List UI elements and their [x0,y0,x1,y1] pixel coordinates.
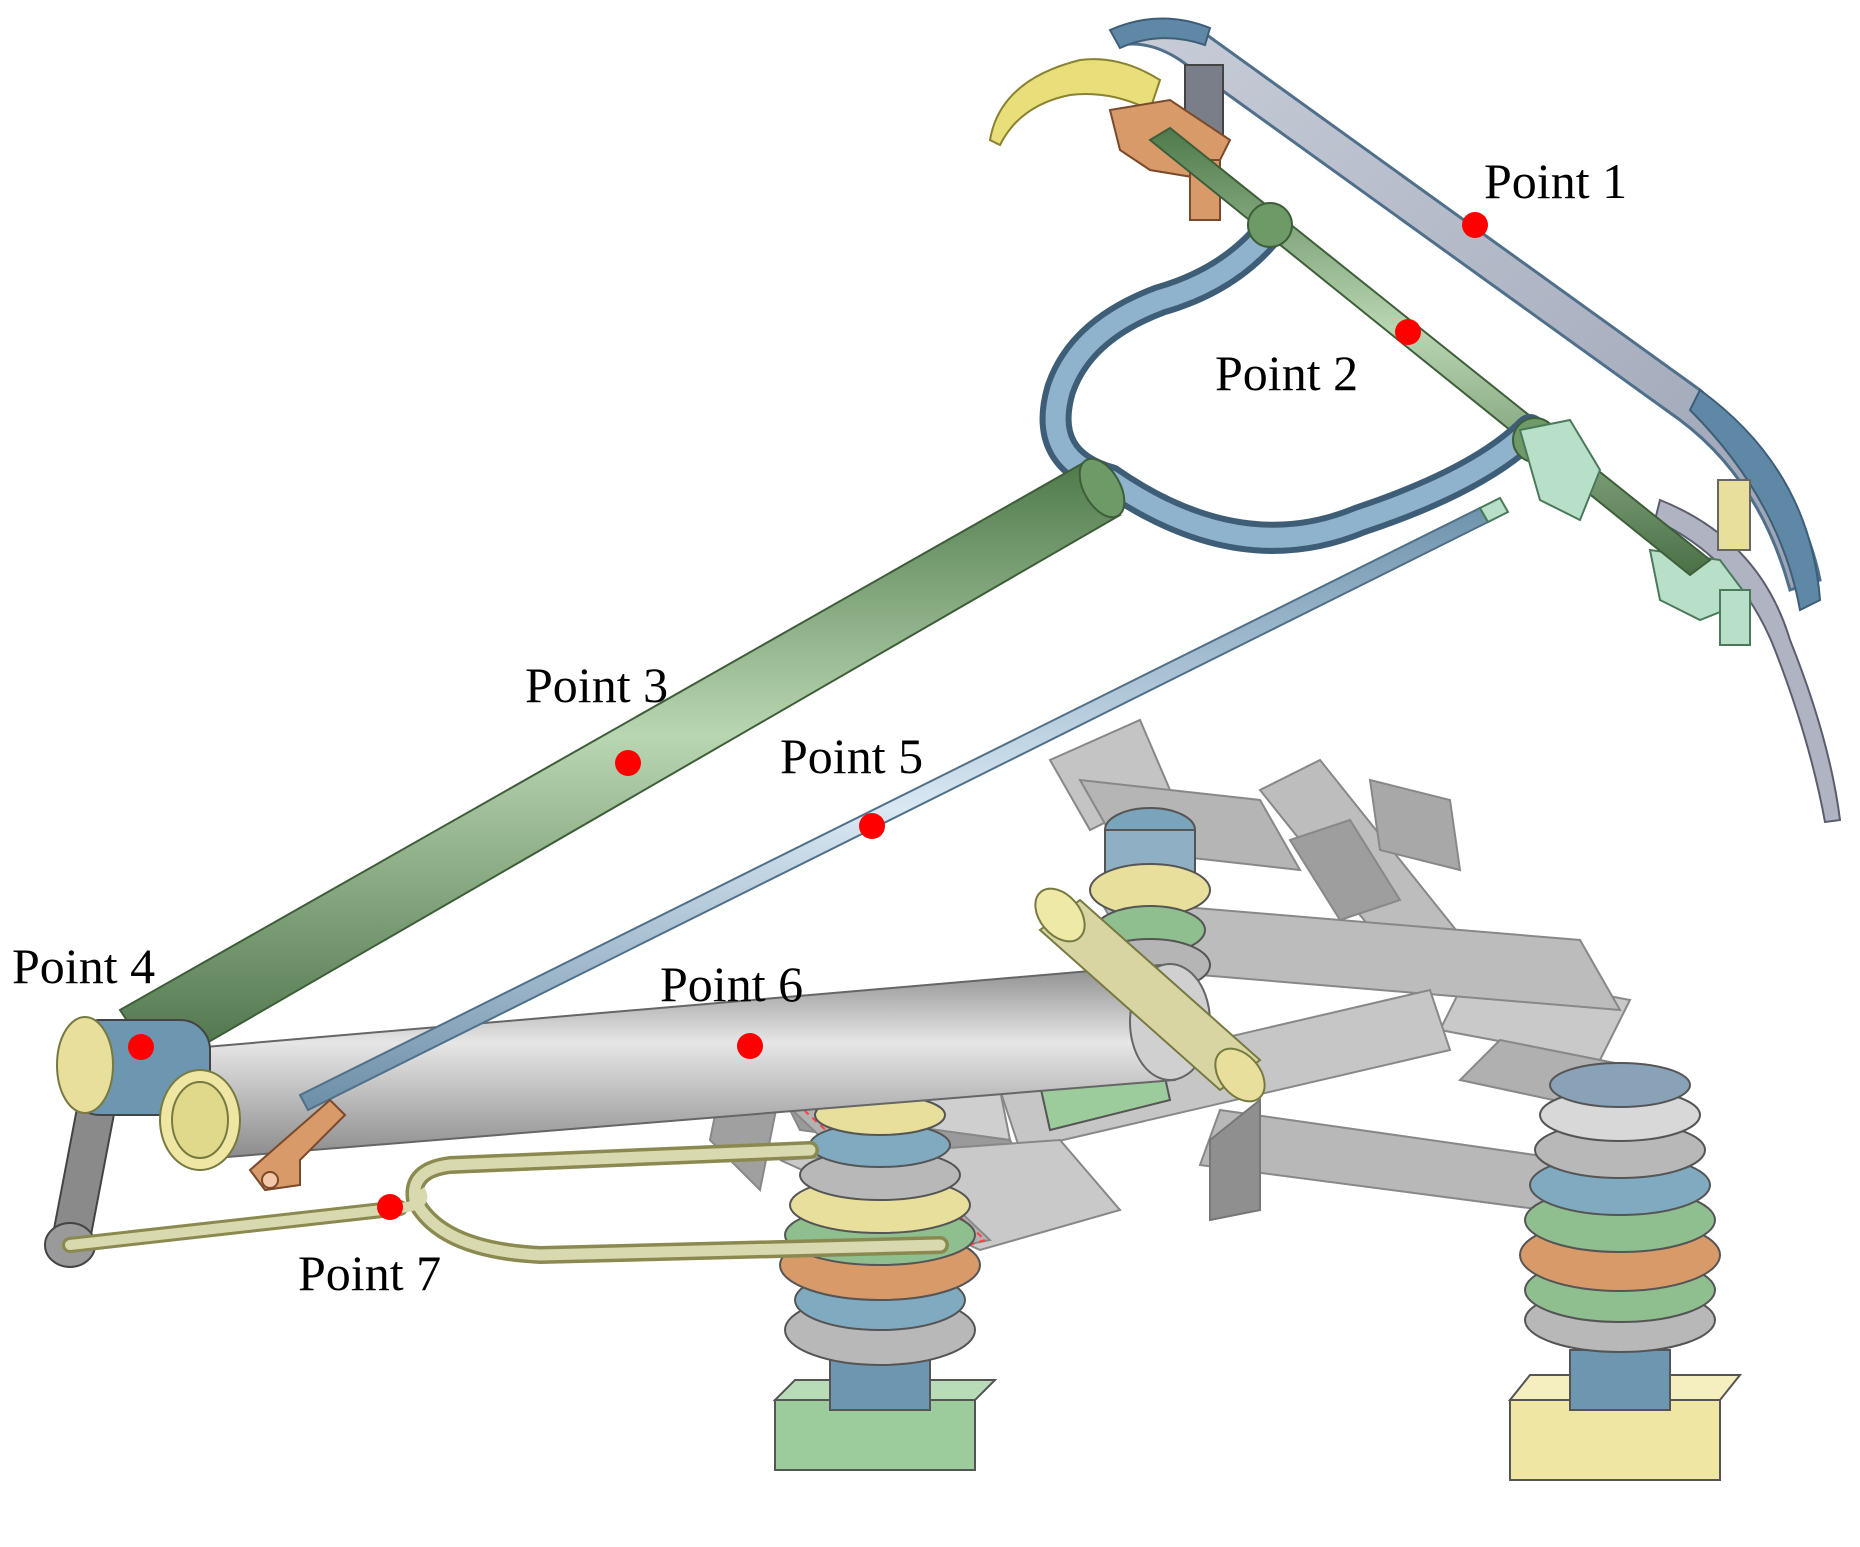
point-labels: Point 1 Point 2 Point 3 Point 4 Point 5 Point… [12,153,1627,1301]
lower-arm-shaft [1034,887,1266,1103]
insulator-stack-right [1507,1062,1743,1481]
base-frame [708,718,1653,1252]
upper-frame-loop [1039,202,1602,554]
label-p6: Point 6 [660,956,803,1012]
label-p4: Point 4 [12,938,155,994]
pull-rod [298,496,1510,1112]
label-p3: Point 3 [525,657,668,713]
hinge-joint [44,1016,241,1268]
marker-p3 [615,750,641,776]
marker-p7 [377,1194,403,1220]
marker-p1 [1462,212,1488,238]
marker-p5 [859,813,885,839]
label-p1: Point 1 [1484,153,1627,209]
balance-rod [62,1141,949,1265]
label-p2: Point 2 [1215,345,1358,401]
measurement-points [128,212,1488,1220]
label-p7: Point 7 [298,1245,441,1301]
pull-rod-clevis [248,1098,347,1192]
label-p5: Point 5 [780,728,923,784]
marker-p6 [737,1033,763,1059]
marker-p4 [128,1034,154,1060]
marker-p2 [1395,319,1421,345]
